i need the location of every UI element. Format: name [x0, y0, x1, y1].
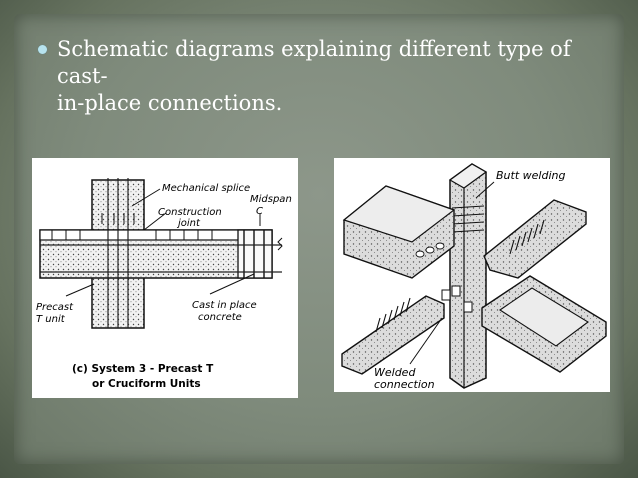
- bullet-text-line-2: in-place connections.: [57, 91, 283, 115]
- label-t-unit: T unit: [36, 314, 66, 325]
- welded-connection-drawing: Butt welding Welded connection: [341, 163, 607, 391]
- label-precast: Precast: [36, 302, 74, 313]
- welded-connection-diagram: Butt welding Welded connection: [334, 158, 610, 392]
- cast-in-place-zone: [237, 229, 273, 279]
- bullet-dot-icon: [38, 45, 47, 54]
- label-centerline: C: [256, 206, 263, 217]
- column-shape: [449, 163, 487, 389]
- label-concrete: concrete: [198, 312, 242, 323]
- leader-butt-welding: [475, 181, 495, 199]
- bullet-item: Schematic diagrams explaining different …: [38, 36, 598, 117]
- beam-bottom-left: [341, 295, 445, 375]
- caption-line-1: (c) System 3 - Precast T: [72, 363, 214, 375]
- leader-precast: [65, 283, 95, 297]
- leader-cast: [209, 273, 255, 295]
- label-connection: connection: [374, 378, 435, 391]
- label-butt-welding: Butt welding: [496, 169, 565, 182]
- leader-splice: [131, 188, 161, 207]
- label-mechanical-splice: Mechanical splice: [162, 183, 250, 194]
- bullet-text: Schematic diagrams explaining different …: [57, 36, 598, 117]
- label-construction: Construction: [158, 207, 222, 218]
- label-joint: joint: [176, 218, 201, 229]
- bullet-text-line-1: Schematic diagrams explaining different …: [57, 37, 571, 88]
- label-cast-in-place: Cast in place: [192, 300, 257, 311]
- caption-line-2: or Cruciform Units: [92, 378, 201, 390]
- label-midspan: Midspan: [250, 194, 292, 205]
- column-top: [448, 163, 488, 189]
- break-mark: [277, 237, 283, 251]
- precast-t-unit-drawing: Mechanical splice Construction joint Mid…: [36, 178, 292, 390]
- leader-welded: [409, 317, 443, 365]
- precast-t-unit-diagram: Mechanical splice Construction joint Mid…: [32, 158, 298, 398]
- beam-top-right: [483, 199, 587, 279]
- leader-joint: [143, 212, 167, 231]
- label-welded: Welded: [374, 366, 416, 379]
